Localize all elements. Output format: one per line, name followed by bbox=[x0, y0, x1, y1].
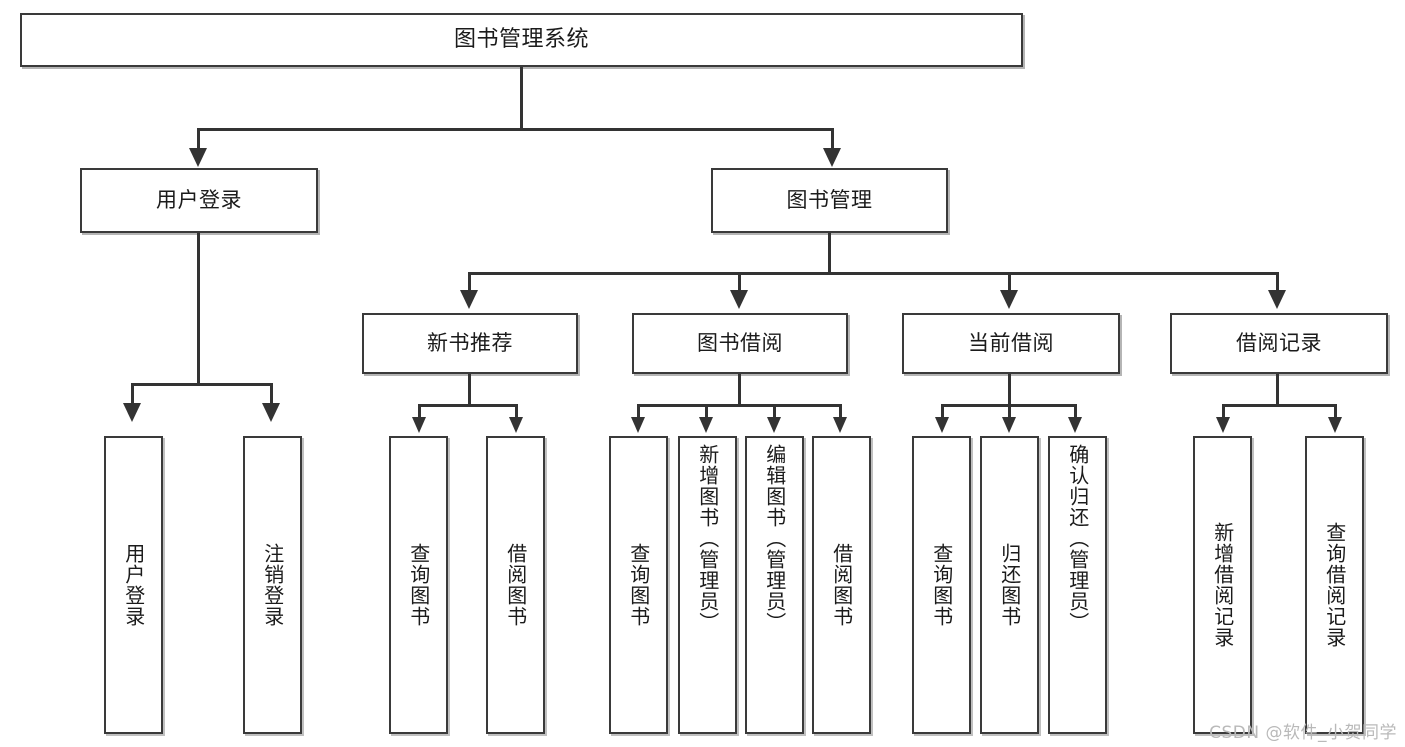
leaf-query-borrow-record[interactable]: 查询借阅记录 bbox=[1305, 436, 1364, 734]
arrowhead-user-login-1 bbox=[123, 403, 141, 422]
leaf-label: 查询图书 bbox=[929, 543, 954, 627]
node-new-book-recommend[interactable]: 新书推荐 bbox=[362, 313, 578, 374]
connector-root-to-book-mgmt bbox=[831, 128, 834, 150]
arrowhead-new-book-2 bbox=[509, 417, 523, 433]
leaf-confirm-return-admin[interactable]: 确认归还（管理员） bbox=[1048, 436, 1107, 734]
connector-user-login-stem bbox=[197, 233, 200, 386]
connector-book-mgmt-drop-4 bbox=[1276, 272, 1279, 292]
leaf-label: 用户登录 bbox=[121, 543, 146, 627]
connector-book-borrow-stem bbox=[738, 374, 741, 406]
arrowhead-book-mgmt-1 bbox=[460, 290, 478, 309]
arrowhead-current-borrow-1 bbox=[935, 417, 949, 433]
leaf-label: 查询借阅记录 bbox=[1322, 522, 1347, 648]
node-user-login[interactable]: 用户登录 bbox=[80, 168, 318, 233]
leaf-return-book[interactable]: 归还图书 bbox=[980, 436, 1039, 734]
arrowhead-book-mgmt-3 bbox=[1000, 290, 1018, 309]
node-label: 当前借阅 bbox=[968, 331, 1054, 356]
leaf-logout[interactable]: 注销登录 bbox=[243, 436, 302, 734]
connector-book-mgmt-bus bbox=[468, 272, 1279, 275]
connector-book-borrow-bus bbox=[637, 404, 841, 407]
leaf-label: 编辑图书（管理员） bbox=[762, 444, 787, 633]
connector-book-borrow-drop-1 bbox=[637, 404, 640, 418]
arrowhead-book-mgmt-4 bbox=[1268, 290, 1286, 309]
connector-user-login-bus bbox=[131, 383, 270, 386]
arrowhead-book-mgmt-2 bbox=[730, 290, 748, 309]
arrowhead-user-login-2 bbox=[262, 403, 280, 422]
node-label: 图书借阅 bbox=[697, 331, 783, 356]
connector-book-mgmt-drop-1 bbox=[468, 272, 471, 292]
arrowhead-borrow-record-1 bbox=[1216, 417, 1230, 433]
leaf-edit-book-admin[interactable]: 编辑图书（管理员） bbox=[745, 436, 804, 734]
leaf-label: 借阅图书 bbox=[829, 543, 854, 627]
node-label: 新书推荐 bbox=[427, 331, 513, 356]
leaf-label: 注销登录 bbox=[260, 543, 285, 627]
arrowhead-root-to-user-login bbox=[189, 148, 207, 167]
leaf-label: 新增借阅记录 bbox=[1210, 522, 1235, 648]
leaf-borrow-book-new[interactable]: 借阅图书 bbox=[486, 436, 545, 734]
leaf-label: 新增图书（管理员） bbox=[695, 444, 720, 633]
connector-root-stem bbox=[520, 67, 523, 130]
leaf-query-book-borrow[interactable]: 查询图书 bbox=[609, 436, 668, 734]
node-label: 借阅记录 bbox=[1236, 331, 1322, 356]
connector-book-mgmt-drop-3 bbox=[1008, 272, 1011, 292]
leaf-user-login[interactable]: 用户登录 bbox=[104, 436, 163, 734]
connector-root-bus bbox=[197, 128, 834, 131]
connector-book-borrow-drop-4 bbox=[839, 404, 842, 418]
connector-new-book-stem bbox=[468, 374, 471, 406]
connector-new-book-drop-2 bbox=[515, 404, 518, 418]
arrowhead-borrow-record-2 bbox=[1328, 417, 1342, 433]
arrowhead-new-book-1 bbox=[412, 417, 426, 433]
node-book-management[interactable]: 图书管理 bbox=[711, 168, 948, 233]
connector-borrow-record-drop-2 bbox=[1334, 404, 1337, 418]
connector-root-to-user-login bbox=[197, 128, 200, 150]
node-book-borrow[interactable]: 图书借阅 bbox=[632, 313, 848, 374]
arrowhead-book-borrow-1 bbox=[631, 417, 645, 433]
leaf-add-book-admin[interactable]: 新增图书（管理员） bbox=[678, 436, 737, 734]
connector-new-book-drop-1 bbox=[418, 404, 421, 418]
leaf-label: 确认归还（管理员） bbox=[1065, 444, 1090, 633]
connector-current-borrow-drop-2 bbox=[1008, 404, 1011, 418]
arrowhead-current-borrow-3 bbox=[1068, 417, 1082, 433]
leaf-label: 查询图书 bbox=[406, 543, 431, 627]
connector-book-mgmt-drop-2 bbox=[738, 272, 741, 292]
node-label: 用户登录 bbox=[156, 188, 242, 213]
connector-new-book-bus bbox=[418, 404, 518, 407]
leaf-borrow-book[interactable]: 借阅图书 bbox=[812, 436, 871, 734]
leaf-query-book-new[interactable]: 查询图书 bbox=[389, 436, 448, 734]
connector-current-borrow-drop-1 bbox=[941, 404, 944, 418]
connector-book-mgmt-stem bbox=[828, 233, 831, 275]
node-borrow-record[interactable]: 借阅记录 bbox=[1170, 313, 1388, 374]
connector-borrow-record-stem bbox=[1276, 374, 1279, 406]
arrowhead-book-borrow-4 bbox=[833, 417, 847, 433]
leaf-add-borrow-record[interactable]: 新增借阅记录 bbox=[1193, 436, 1252, 734]
leaf-label: 归还图书 bbox=[997, 543, 1022, 627]
connector-book-borrow-drop-2 bbox=[705, 404, 708, 418]
node-current-borrow[interactable]: 当前借阅 bbox=[902, 313, 1120, 374]
connector-borrow-record-drop-1 bbox=[1222, 404, 1225, 418]
connector-borrow-record-bus bbox=[1222, 404, 1337, 407]
connector-current-borrow-drop-3 bbox=[1074, 404, 1077, 418]
leaf-query-book-current[interactable]: 查询图书 bbox=[912, 436, 971, 734]
node-label: 图书管理系统 bbox=[453, 27, 589, 53]
leaf-label: 查询图书 bbox=[626, 543, 651, 627]
arrowhead-root-to-book-mgmt bbox=[823, 148, 841, 167]
node-root-system[interactable]: 图书管理系统 bbox=[20, 13, 1023, 67]
arrowhead-book-borrow-3 bbox=[767, 417, 781, 433]
leaf-label: 借阅图书 bbox=[503, 543, 528, 627]
connector-current-borrow-stem bbox=[1008, 374, 1011, 406]
node-label: 图书管理 bbox=[786, 188, 873, 213]
arrowhead-book-borrow-2 bbox=[699, 417, 713, 433]
connector-user-login-drop-2 bbox=[270, 383, 273, 405]
connector-user-login-drop-1 bbox=[131, 383, 134, 405]
connector-book-borrow-drop-3 bbox=[773, 404, 776, 418]
arrowhead-current-borrow-2 bbox=[1002, 417, 1016, 433]
